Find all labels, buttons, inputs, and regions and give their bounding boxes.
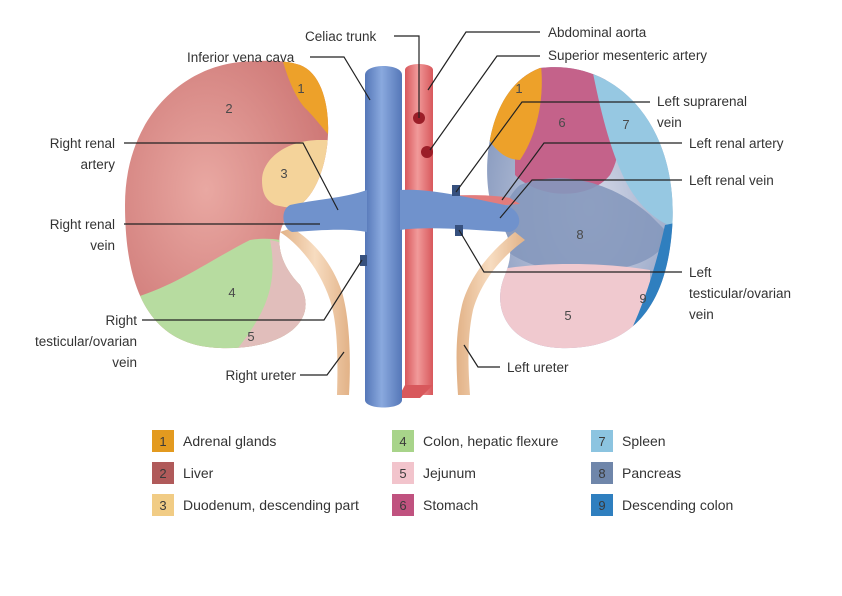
legend-swatch: 4 xyxy=(392,430,414,452)
legend-label: Duodenum, descending part xyxy=(183,497,359,513)
legend-label: Spleen xyxy=(622,433,666,449)
right-adrenal-region xyxy=(282,60,329,150)
region-num-right-duodenum: 3 xyxy=(280,166,287,181)
label-right-renal-artery-2: artery xyxy=(80,157,115,172)
leader-right-testicular-vein xyxy=(142,259,363,321)
legend-item-pancreas: 8 Pancreas xyxy=(591,461,681,485)
region-num-right-adrenal: 1 xyxy=(297,81,304,96)
legend-label: Colon, hepatic flexure xyxy=(423,433,559,449)
legend-item-spleen: 7 Spleen xyxy=(591,429,666,453)
label-left-renal-vein: Left renal vein xyxy=(689,173,774,188)
label-right-testicular-vein-3: vein xyxy=(112,355,137,370)
right-common-iliac-artery xyxy=(398,385,433,398)
region-num-right-liver: 2 xyxy=(225,101,232,116)
left-renal-vein xyxy=(400,189,520,232)
region-num-right-jejunum: 5 xyxy=(247,329,254,344)
legend-label: Jejunum xyxy=(423,465,476,481)
label-right-renal-vein-1: Right renal xyxy=(50,217,115,232)
label-inferior-vena-cava: Inferior vena cava xyxy=(187,50,295,65)
leader-right-renal-artery xyxy=(124,142,339,211)
legend-item-colon-hepatic-flexure: 4 Colon, hepatic flexure xyxy=(392,429,558,453)
label-superior-mesenteric-artery: Superior mesenteric artery xyxy=(548,48,707,63)
right-renal-vein xyxy=(283,190,367,232)
leader-superior-mesenteric-artery xyxy=(429,55,540,151)
right-ureter xyxy=(280,228,350,395)
label-celiac-trunk: Celiac trunk xyxy=(305,29,377,44)
legend-item-stomach: 6 Stomach xyxy=(392,493,478,517)
legend-swatch: 7 xyxy=(591,430,613,452)
legend-item-descending-colon: 9 Descending colon xyxy=(591,493,733,517)
label-left-testicular-vein-3: vein xyxy=(689,307,714,322)
leader-left-testicular-vein xyxy=(458,229,682,273)
legend-label: Adrenal glands xyxy=(183,433,277,449)
region-numbers: 1 2 3 4 5 1 6 7 8 5 9 xyxy=(225,81,646,344)
region-num-left-stomach: 6 xyxy=(558,115,565,130)
label-abdominal-aorta: Abdominal aorta xyxy=(548,25,647,40)
leader-abdominal-aorta xyxy=(427,31,540,91)
legend-label: Descending colon xyxy=(622,497,734,513)
legend-label: Pancreas xyxy=(622,465,682,481)
leader-inferior-vena-cava xyxy=(310,56,371,101)
label-right-testicular-vein-1: Right xyxy=(105,313,137,328)
legend-swatch: 6 xyxy=(392,494,414,516)
label-left-testicular-vein-1: Left xyxy=(689,265,712,280)
region-num-right-colon: 4 xyxy=(228,285,235,300)
left-pancreas-region xyxy=(502,178,670,273)
label-right-testicular-vein-2: testicular/ovarian xyxy=(35,334,137,349)
labels: Celiac trunk Abdominal aorta Inferior ve… xyxy=(35,25,791,383)
leader-left-renal-artery xyxy=(501,142,682,201)
region-num-left-desc-colon: 9 xyxy=(639,291,646,306)
legend-item-adrenal-glands: 1 Adrenal glands xyxy=(152,429,276,453)
label-left-renal-artery: Left renal artery xyxy=(689,136,784,151)
label-right-ureter: Right ureter xyxy=(225,368,296,383)
leader-left-ureter xyxy=(463,344,500,368)
leader-celiac-trunk xyxy=(394,35,420,118)
legend-label: Stomach xyxy=(423,497,479,513)
leader-lines xyxy=(124,31,682,376)
legend-item-duodenum: 3 Duodenum, descending part xyxy=(152,493,359,517)
leader-left-renal-vein xyxy=(499,179,682,219)
legend-swatch: 2 xyxy=(152,462,174,484)
label-left-testicular-vein-2: testicular/ovarian xyxy=(689,286,791,301)
left-ureter xyxy=(456,232,525,395)
legend-swatch: 9 xyxy=(591,494,613,516)
legend-swatch: 1 xyxy=(152,430,174,452)
label-right-renal-vein-2: vein xyxy=(90,238,115,253)
region-num-left-adrenal: 1 xyxy=(515,81,522,96)
leader-left-suprarenal-vein xyxy=(455,101,650,193)
legend-swatch: 5 xyxy=(392,462,414,484)
legend-swatch: 8 xyxy=(591,462,613,484)
region-num-left-spleen: 7 xyxy=(622,117,629,132)
label-left-ureter: Left ureter xyxy=(507,360,569,375)
left-suprarenal-vein-entry xyxy=(452,185,460,196)
left-jejunum-region xyxy=(495,264,650,349)
legend-label: Liver xyxy=(183,465,214,481)
inferior-vena-cava xyxy=(283,66,520,408)
label-left-suprarenal-vein-1: Left suprarenal xyxy=(657,94,747,109)
legend-swatch: 3 xyxy=(152,494,174,516)
right-kidney xyxy=(125,60,329,349)
legend-item-liver: 2 Liver xyxy=(152,461,213,485)
leader-right-ureter xyxy=(300,351,345,376)
region-num-left-pancreas: 8 xyxy=(576,227,583,242)
right-testicular-vein-entry xyxy=(360,255,367,266)
label-left-suprarenal-vein-2: vein xyxy=(657,115,682,130)
label-right-renal-artery-1: Right renal xyxy=(50,136,115,151)
region-num-left-jejunum: 5 xyxy=(564,308,571,323)
legend-item-jejunum: 5 Jejunum xyxy=(392,461,476,485)
